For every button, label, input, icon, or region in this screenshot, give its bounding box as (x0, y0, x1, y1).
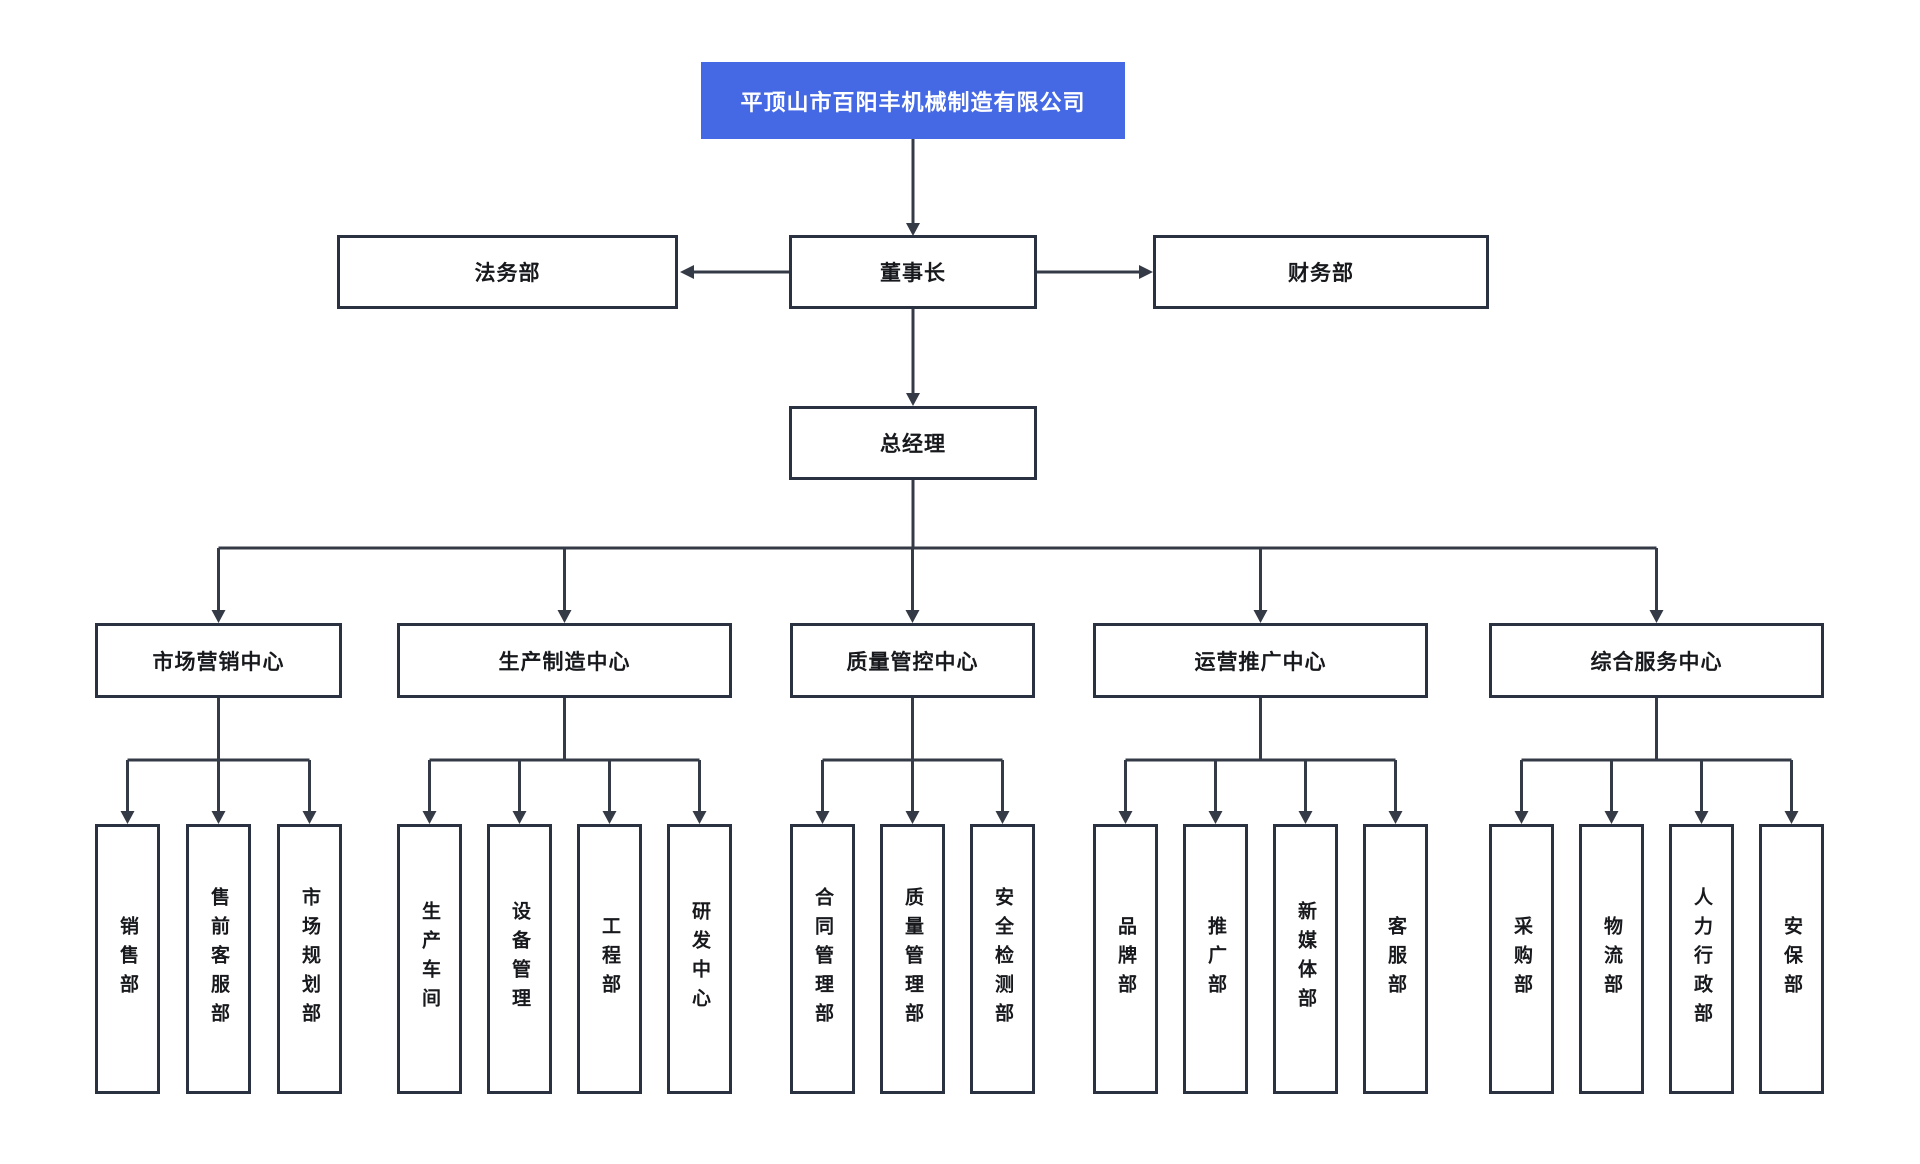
node-dept-presales-service: 售前客服部 (186, 824, 251, 1094)
node-dept-promotion: 推广部 (1183, 824, 1248, 1094)
node-dept-procurement: 采购部 (1489, 824, 1554, 1094)
node-finance-dept: 财务部 (1153, 235, 1489, 309)
node-dept-security: 安保部 (1759, 824, 1824, 1094)
node-dept-quality-management: 质量管理部 (880, 824, 945, 1094)
node-dept-equipment-management: 设备管理 (487, 824, 552, 1094)
node-dept-market-planning: 市场规划部 (277, 824, 342, 1094)
node-division-quality: 质量管控中心 (790, 623, 1035, 698)
node-dept-sales: 销售部 (95, 824, 160, 1094)
node-dept-customer-service: 客服部 (1363, 824, 1428, 1094)
node-dept-engineering: 工程部 (577, 824, 642, 1094)
node-division-general-services: 综合服务中心 (1489, 623, 1824, 698)
node-division-operations: 运营推广中心 (1093, 623, 1428, 698)
node-dept-hr-admin: 人力行政部 (1669, 824, 1734, 1094)
node-division-production: 生产制造中心 (397, 623, 732, 698)
node-legal-dept: 法务部 (337, 235, 678, 309)
node-dept-new-media: 新媒体部 (1273, 824, 1338, 1094)
node-dept-rnd-center: 研发中心 (667, 824, 732, 1094)
company-box: 平顶山市百阳丰机械制造有限公司 (701, 62, 1125, 139)
node-dept-brand: 品牌部 (1093, 824, 1158, 1094)
node-general-manager: 总经理 (789, 406, 1037, 480)
node-dept-safety-testing: 安全检测部 (970, 824, 1035, 1094)
node-dept-logistics: 物流部 (1579, 824, 1644, 1094)
node-division-marketing: 市场营销中心 (95, 623, 342, 698)
node-dept-production-workshop: 生产车间 (397, 824, 462, 1094)
node-chairman: 董事长 (789, 235, 1037, 309)
node-dept-contract-management: 合同管理部 (790, 824, 855, 1094)
